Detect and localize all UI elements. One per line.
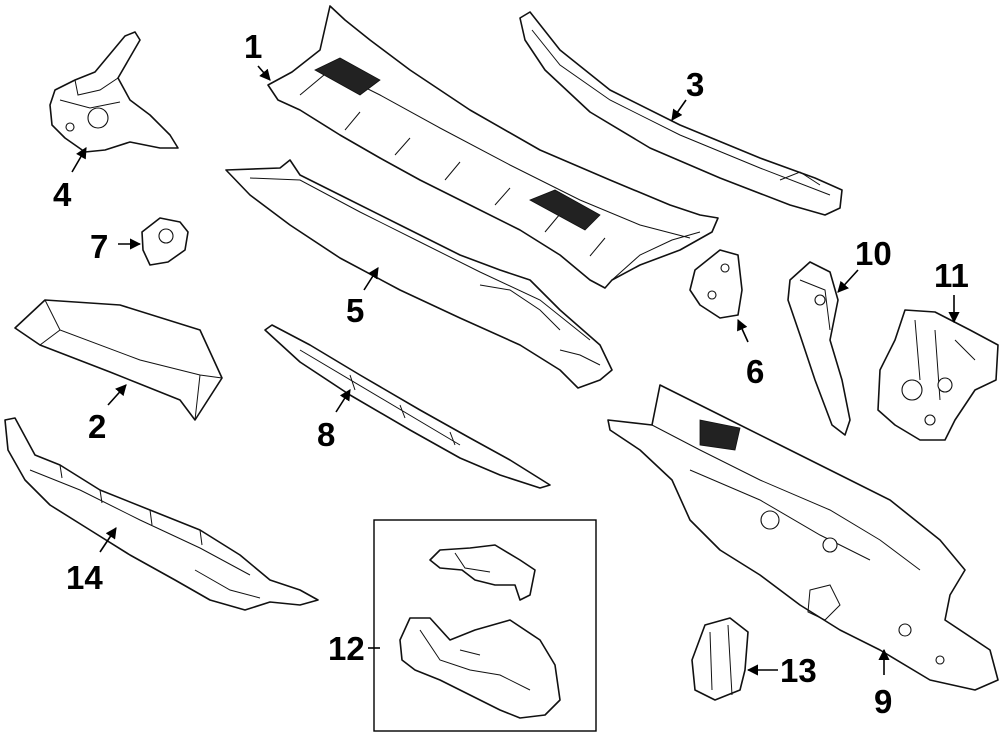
part-4-wiper-bracket: [49, 31, 179, 153]
part-10-side-bracket: [787, 261, 851, 436]
callout-14: 14: [66, 559, 103, 596]
callout-2: 2: [88, 408, 106, 445]
part-1-cowl-top-panel: [267, 5, 719, 289]
leader-14: [99, 527, 117, 553]
part-12-box: [373, 519, 597, 732]
leader-5: [363, 267, 379, 291]
callout-4: 4: [53, 176, 72, 213]
callout-12: 12: [328, 630, 365, 667]
callout-7: 7: [90, 228, 108, 265]
callout-8: 8: [317, 416, 335, 453]
leader-6: [737, 318, 749, 343]
leader-10: [837, 269, 859, 293]
part-11-side-panel: [877, 309, 999, 441]
leader-2: [107, 384, 127, 406]
callout-10: 10: [855, 235, 892, 272]
leader-8: [335, 389, 351, 413]
part-9-dash-panel: [607, 384, 999, 691]
part-7-clip: [141, 217, 189, 266]
part-6-bracket: [689, 249, 743, 319]
leader-3: [671, 99, 687, 121]
leader-4: [71, 147, 87, 173]
callout-1: 1: [244, 28, 262, 65]
part-2-tray: [14, 299, 223, 421]
callout-13: 13: [780, 652, 817, 689]
leader-1: [257, 65, 271, 81]
callout-6: 6: [746, 353, 764, 390]
callout-3: 3: [686, 66, 704, 103]
callout-11: 11: [934, 257, 969, 294]
part-3-cowl-trim: [519, 11, 843, 216]
part-5-cowl-panel: [225, 159, 613, 389]
part-13-cover: [691, 617, 749, 701]
callout-5: 5: [346, 292, 364, 329]
callout-numbers: 1 2 3 4 5 6 7 8 9 10 11 12 13 14: [53, 28, 969, 720]
callout-9: 9: [874, 683, 892, 720]
leader-lines: [71, 65, 960, 676]
part-8-reinforcement: [264, 324, 551, 489]
part-14-lower-bar: [4, 417, 319, 611]
